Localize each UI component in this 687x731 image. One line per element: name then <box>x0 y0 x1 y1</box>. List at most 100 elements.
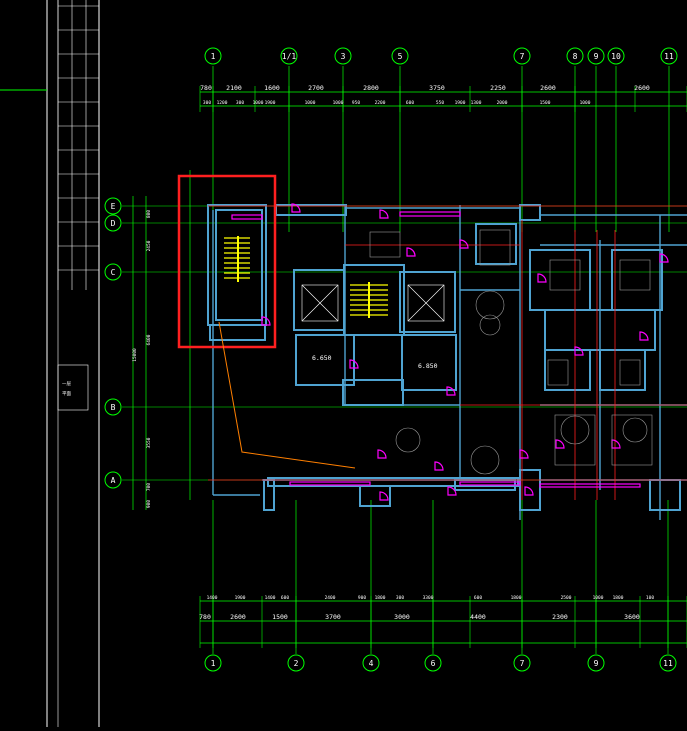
axis-bubble-circle <box>104 197 122 215</box>
door-swing <box>349 359 359 369</box>
leader-line <box>218 321 356 469</box>
axis-bubble-circle <box>104 471 122 489</box>
wall <box>519 204 541 221</box>
axis-bubble: 8 <box>566 47 584 65</box>
axis-bubble-circle <box>287 654 305 672</box>
dimension-text: 300 <box>236 100 244 106</box>
wall <box>342 379 404 406</box>
room-area-label: 6.850 <box>418 362 438 370</box>
axis-bubble-label: 9 <box>594 659 599 668</box>
dimension-text: 1000 <box>580 100 591 106</box>
fixture <box>549 259 581 291</box>
axis-bubble-label: 8 <box>573 52 578 61</box>
dimension-text: 1900 <box>235 595 246 601</box>
dimension-text: 3300 <box>423 595 434 601</box>
door-swing <box>291 203 301 213</box>
axis-bubble-circle <box>104 214 122 232</box>
dimension-text: 2000 <box>497 100 508 106</box>
dimension-text: 3750 <box>429 84 445 92</box>
axis-bubble-label: 1 <box>211 659 216 668</box>
dimension-text: 1400 <box>265 595 276 601</box>
wall <box>649 479 681 511</box>
svg-text:一层: 一层 <box>62 381 71 387</box>
room-area-label: 6.650 <box>312 354 332 362</box>
elevator-cross <box>301 284 339 322</box>
axis-bubble-circle <box>587 654 605 672</box>
dimension-text: 550 <box>436 100 444 106</box>
dimension-text: 15000 <box>132 348 138 362</box>
axis-bubble: A <box>104 471 122 489</box>
wall <box>401 334 457 391</box>
dimension-text: 3700 <box>325 613 341 621</box>
axis-bubble-circle <box>204 654 222 672</box>
door-swing <box>446 386 456 396</box>
dimension-text: 2300 <box>552 613 568 621</box>
wall <box>599 349 646 391</box>
wall <box>519 469 541 511</box>
axis-bubble-label: E <box>111 202 116 211</box>
dimension-text: 1900 <box>265 100 276 106</box>
axis-bubble: 9 <box>587 47 605 65</box>
axis-bubble: D <box>104 214 122 232</box>
axis-bubble-label: 4 <box>369 659 374 668</box>
axis-bubble: B <box>104 398 122 416</box>
fixture <box>619 259 651 291</box>
door-swing <box>659 253 669 263</box>
dimension-text: 2800 <box>363 84 379 92</box>
axis-bubble: 7 <box>513 654 531 672</box>
axis-bubble: 2 <box>287 654 305 672</box>
dimension-text: 1200 <box>217 100 228 106</box>
door-swing <box>519 449 529 459</box>
axis-bubble-circle <box>587 47 605 65</box>
axis-bubble-circle <box>566 47 584 65</box>
axis-bubble-label: 7 <box>520 52 525 61</box>
door-swing <box>639 331 649 341</box>
dimension-text: 3550 <box>146 437 152 448</box>
dimension-text: 1000 <box>305 100 316 106</box>
axis-bubble: 5 <box>391 47 409 65</box>
dimension-lines <box>132 86 687 648</box>
door-swing <box>611 439 621 449</box>
wall <box>343 264 405 336</box>
fixture <box>369 231 401 258</box>
dimension-text: 1600 <box>264 84 280 92</box>
dimension-text: 100 <box>646 595 654 601</box>
fixture <box>479 229 511 266</box>
dimension-text: 700 <box>146 483 152 491</box>
elevator-cross <box>407 284 445 322</box>
dimension-text: 1500 <box>272 613 288 621</box>
dimension-text: 780 <box>199 613 211 621</box>
axis-bubble: 1/1 <box>280 47 298 65</box>
dimension-text: 2600 <box>230 613 246 621</box>
axis-bubble-label: 10 <box>611 52 621 61</box>
axis-bubble-circle <box>513 654 531 672</box>
door-swing <box>379 491 389 501</box>
axis-bubble: 11 <box>660 47 678 65</box>
dimension-text: 1000 <box>593 595 604 601</box>
dimension-text: 1400 <box>207 595 218 601</box>
axis-bubble-circle <box>659 654 677 672</box>
wall <box>215 209 263 321</box>
axis-bubble: 10 <box>607 47 625 65</box>
axis-bubble-label: C <box>111 268 116 277</box>
axis-bubble-circle <box>660 47 678 65</box>
dimension-text: 1800 <box>511 595 522 601</box>
door-swing <box>537 273 547 283</box>
dimension-text: 600 <box>406 100 414 106</box>
axis-bubble-label: 1 <box>211 52 216 61</box>
dimension-text: 900 <box>358 595 366 601</box>
axis-bubble-circle <box>280 47 298 65</box>
wall <box>359 485 391 507</box>
wall <box>209 324 266 341</box>
axis-bubble-label: 11 <box>663 659 673 668</box>
dimension-text: 1800 <box>375 595 386 601</box>
wall <box>529 249 591 311</box>
dimension-text: 900 <box>146 500 152 508</box>
axis-bubble-label: 1/1 <box>282 52 297 61</box>
axis-bubble-label: 9 <box>594 52 599 61</box>
dimension-text: 2450 <box>146 240 152 251</box>
dimension-text: 1800 <box>613 595 624 601</box>
furniture <box>470 445 500 475</box>
